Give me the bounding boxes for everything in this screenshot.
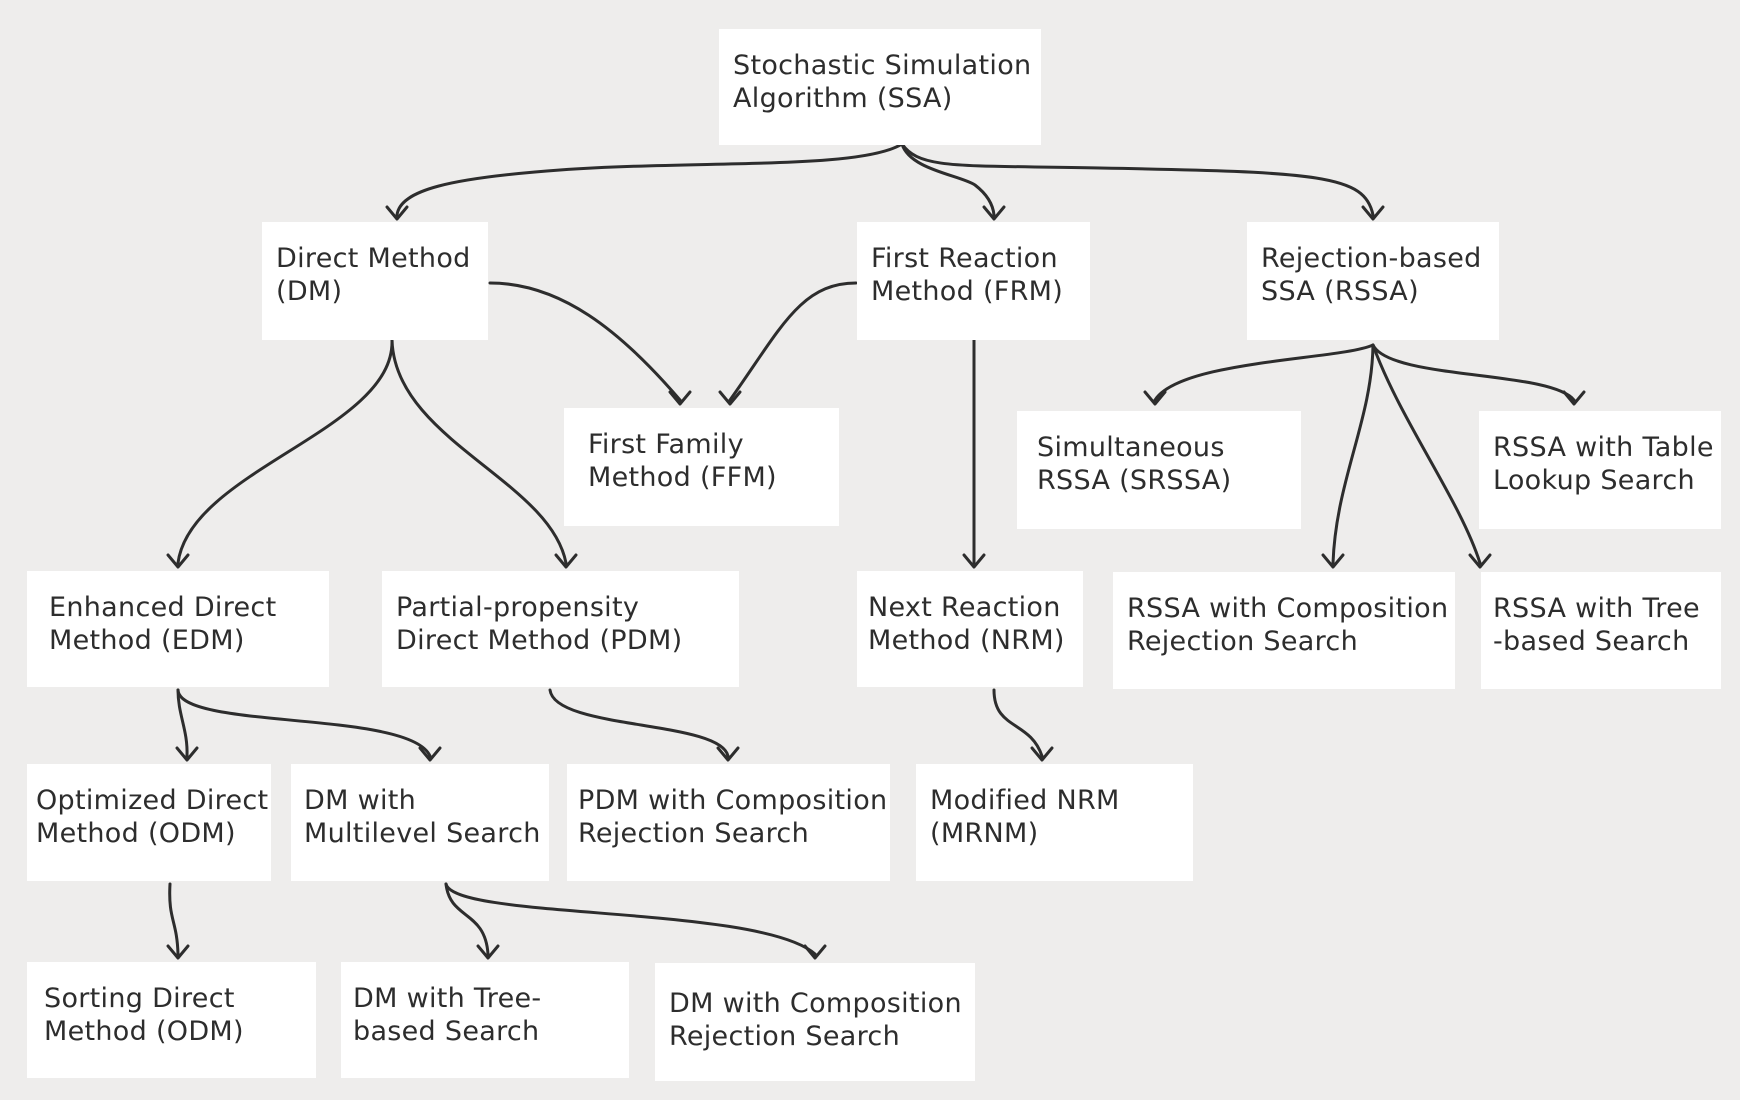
node-rssa-table-line1: RSSA with Table (1493, 432, 1714, 463)
edge-rssa-to-srssa (1153, 343, 1375, 402)
node-mrnm-line2: (MRNM) (930, 818, 1039, 849)
node-sdm: Sorting Direct Method (ODM) (27, 962, 316, 1078)
node-rssa-tree: RSSA with Tree -based Search (1481, 572, 1721, 689)
node-dm: Direct Method (DM) (262, 222, 488, 340)
node-rssa-tree-line1: RSSA with Tree (1493, 593, 1700, 624)
edge-ssa-to-frm (900, 142, 996, 217)
node-mrnm-line1: Modified NRM (930, 785, 1120, 816)
node-frm: First Reaction Method (FRM) (857, 222, 1090, 340)
edge-odm-to-sdm (168, 882, 180, 956)
arrowhead-nrm-to-mrnm (1030, 746, 1054, 762)
edge-ssa-to-dm (395, 142, 904, 217)
arrowhead-dm-to-edm (166, 553, 190, 569)
arrowhead-ssa-to-dm (385, 205, 409, 221)
node-rssa-line2: SSA (RSSA) (1261, 276, 1419, 307)
node-frm-line2: Method (FRM) (871, 276, 1064, 307)
edge-dm_multi-to-dm_cr (444, 882, 817, 956)
node-srssa-line1: Simultaneous (1037, 432, 1225, 463)
node-rssa-line1: Rejection-based (1261, 243, 1482, 274)
node-ffm-line2: Method (FFM) (588, 462, 777, 493)
edge-pdm-to-pdm_cr (548, 688, 730, 758)
node-dm-multi-line1: DM with (304, 785, 417, 816)
node-pdm-line1: Partial-propensity (396, 592, 640, 623)
node-dm-tree-line2: based Search (353, 1016, 540, 1047)
arrowhead-frm-to-nrm (962, 553, 986, 569)
node-dm-line2: (DM) (276, 276, 343, 307)
node-pdm-line2: Direct Method (PDM) (396, 625, 683, 656)
arrowhead-odm-to-sdm (166, 944, 190, 960)
arrowhead-dm-to-pdm (554, 553, 578, 569)
node-sdm-line2: Method (ODM) (44, 1016, 244, 1047)
arrowhead-rssa-to-srssa (1143, 390, 1167, 406)
node-frm-line1: First Reaction (871, 243, 1058, 274)
node-srssa-line2: RSSA (SRSSA) (1037, 465, 1232, 496)
node-dm-multi-line2: Multilevel Search (304, 818, 541, 849)
arrowhead-rssa-to-rssa_cr (1321, 553, 1345, 569)
node-ffm: First Family Method (FFM) (564, 408, 839, 526)
node-rssa-cr-line1: RSSA with Composition (1127, 593, 1449, 624)
node-rssa-cr: RSSA with Composition Rejection Search (1113, 572, 1455, 689)
node-odm: Optimized Direct Method (ODM) (27, 764, 271, 881)
node-pdm-cr-line2: Rejection Search (578, 818, 809, 849)
node-ssa: Stochastic Simulation Algorithm (SSA) (719, 29, 1041, 145)
node-odm-line2: Method (ODM) (36, 818, 236, 849)
node-dm-cr: DM with Composition Rejection Search (655, 963, 975, 1081)
node-dm-multi: DM with Multilevel Search (291, 764, 549, 881)
arrowhead-rssa-to-rssa_tree (1468, 553, 1492, 569)
node-ssa-line1: Stochastic Simulation (733, 50, 1032, 81)
node-srssa: Simultaneous RSSA (SRSSA) (1017, 411, 1301, 529)
arrowhead-ssa-to-rssa (1361, 205, 1385, 221)
arrowhead-dm-to-ffm (668, 390, 692, 406)
arrowhead-pdm-to-pdm_cr (716, 746, 740, 762)
node-edm: Enhanced Direct Method (EDM) (27, 571, 329, 687)
node-ffm-line1: First Family (588, 429, 744, 460)
node-pdm-cr: PDM with Composition Rejection Search (567, 764, 890, 881)
arrowhead-ssa-to-frm (982, 205, 1006, 221)
edge-rssa-to-rssa_table (1371, 343, 1576, 402)
arrowhead-edm-to-odm (175, 746, 199, 762)
arrowhead-dm_multi-to-dm_tree (476, 944, 500, 960)
node-dm-cr-line2: Rejection Search (669, 1021, 900, 1052)
node-rssa-table: RSSA with Table Lookup Search (1479, 411, 1721, 529)
edge-edm-to-odm (176, 688, 189, 758)
edge-dm-to-edm (176, 338, 394, 565)
node-dm-line1: Direct Method (276, 243, 471, 274)
node-nrm-line1: Next Reaction (868, 592, 1061, 623)
node-dm-tree-line1: DM with Tree- (353, 983, 542, 1014)
node-dm-tree: DM with Tree- based Search (341, 962, 629, 1078)
edge-dm_multi-to-dm_tree (444, 882, 490, 956)
node-edm-line2: Method (EDM) (49, 625, 245, 656)
edge-edm-to-dm_multi (176, 688, 432, 758)
arrowhead-edm-to-dm_multi (418, 746, 442, 762)
node-edm-line1: Enhanced Direct (49, 592, 277, 623)
node-rssa-tree-line2: -based Search (1493, 626, 1690, 657)
node-nrm-line2: Method (NRM) (868, 625, 1065, 656)
node-rssa-table-line2: Lookup Search (1493, 465, 1695, 496)
node-odm-line1: Optimized Direct (36, 785, 269, 816)
node-sdm-line1: Sorting Direct (44, 983, 235, 1014)
edge-dm-to-ffm (488, 281, 682, 402)
edge-nrm-to-mrnm (992, 688, 1044, 758)
arrowhead-dm_multi-to-dm_cr (803, 944, 827, 960)
node-mrnm: Modified NRM (MRNM) (916, 764, 1193, 881)
edge-dm-to-pdm (390, 338, 568, 565)
arrowhead-frm-to-ffm (718, 390, 742, 406)
edge-rssa-to-rssa_tree (1371, 343, 1482, 565)
node-rssa: Rejection-based SSA (RSSA) (1247, 222, 1499, 340)
node-ssa-line2: Algorithm (SSA) (733, 83, 953, 114)
node-dm-cr-line1: DM with Composition (669, 988, 962, 1019)
edge-ssa-to-rssa (900, 142, 1375, 217)
node-pdm-cr-line1: PDM with Composition (578, 785, 888, 816)
node-nrm: Next Reaction Method (NRM) (857, 571, 1083, 687)
node-pdm: Partial-propensity Direct Method (PDM) (382, 571, 739, 687)
arrowhead-rssa-to-rssa_table (1562, 390, 1586, 406)
node-rssa-cr-line2: Rejection Search (1127, 626, 1358, 657)
edge-rssa-to-rssa_cr (1331, 343, 1375, 565)
edge-frm-to-ffm (728, 281, 858, 402)
